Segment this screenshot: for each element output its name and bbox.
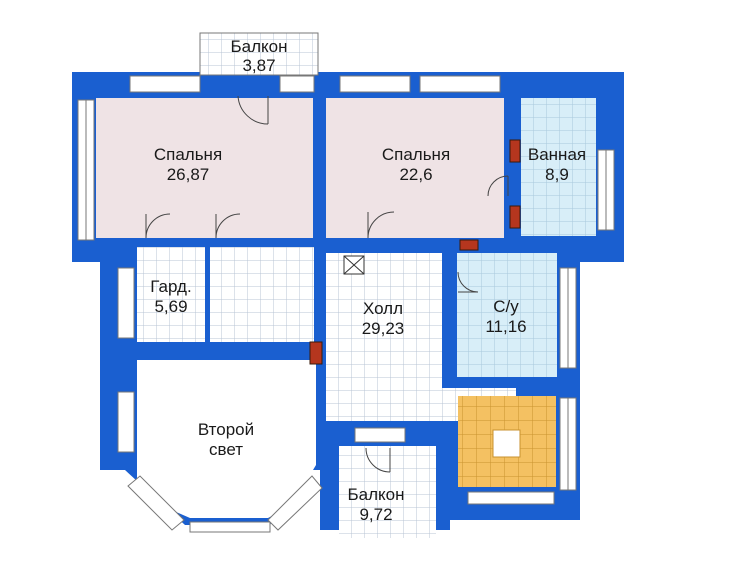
stair-well bbox=[492, 429, 521, 458]
door-swings bbox=[145, 95, 509, 473]
bathroom-floor bbox=[521, 98, 596, 236]
bedroom-right-name: Спальня bbox=[382, 145, 450, 164]
balcony-bottom-floor bbox=[339, 446, 436, 538]
angled-windows bbox=[127, 475, 323, 531]
wc-floor bbox=[457, 253, 557, 377]
bathroom-name: Ванная bbox=[528, 145, 586, 164]
bedroom-left-area: 26,87 bbox=[167, 165, 210, 184]
second-light-line2: свет bbox=[209, 440, 243, 459]
balcony-bottom-area: 9,72 bbox=[359, 505, 392, 524]
balcony-bottom-name: Балкон bbox=[347, 485, 404, 504]
wc-area: 11,16 bbox=[485, 317, 526, 336]
bedroom-left-name: Спальня bbox=[154, 145, 222, 164]
wardrobe-name: Гард. bbox=[150, 277, 191, 296]
wardrobe-area: 5,69 bbox=[154, 297, 187, 316]
second-light-line1: Второй bbox=[198, 420, 254, 439]
wc-name: С/у bbox=[493, 297, 519, 316]
vent-cross-icon bbox=[343, 255, 365, 275]
windows bbox=[77, 75, 615, 533]
bedroom-left-floor bbox=[96, 98, 313, 238]
bedroom-right-floor bbox=[326, 98, 504, 238]
corridor-floor bbox=[210, 247, 314, 342]
flue-markers bbox=[309, 139, 521, 365]
bedroom-right-area: 22,6 bbox=[399, 165, 432, 184]
second-light-floor bbox=[137, 360, 316, 518]
balcony-top-name: Балкон bbox=[230, 37, 287, 56]
wardrobe-floor bbox=[137, 247, 205, 342]
bathroom-area: 8,9 bbox=[545, 165, 569, 184]
hall-area: 29,23 bbox=[362, 319, 405, 338]
balcony-top bbox=[199, 32, 319, 76]
hall-name: Холл bbox=[363, 299, 403, 318]
balcony-top-area: 3,87 bbox=[242, 56, 275, 75]
